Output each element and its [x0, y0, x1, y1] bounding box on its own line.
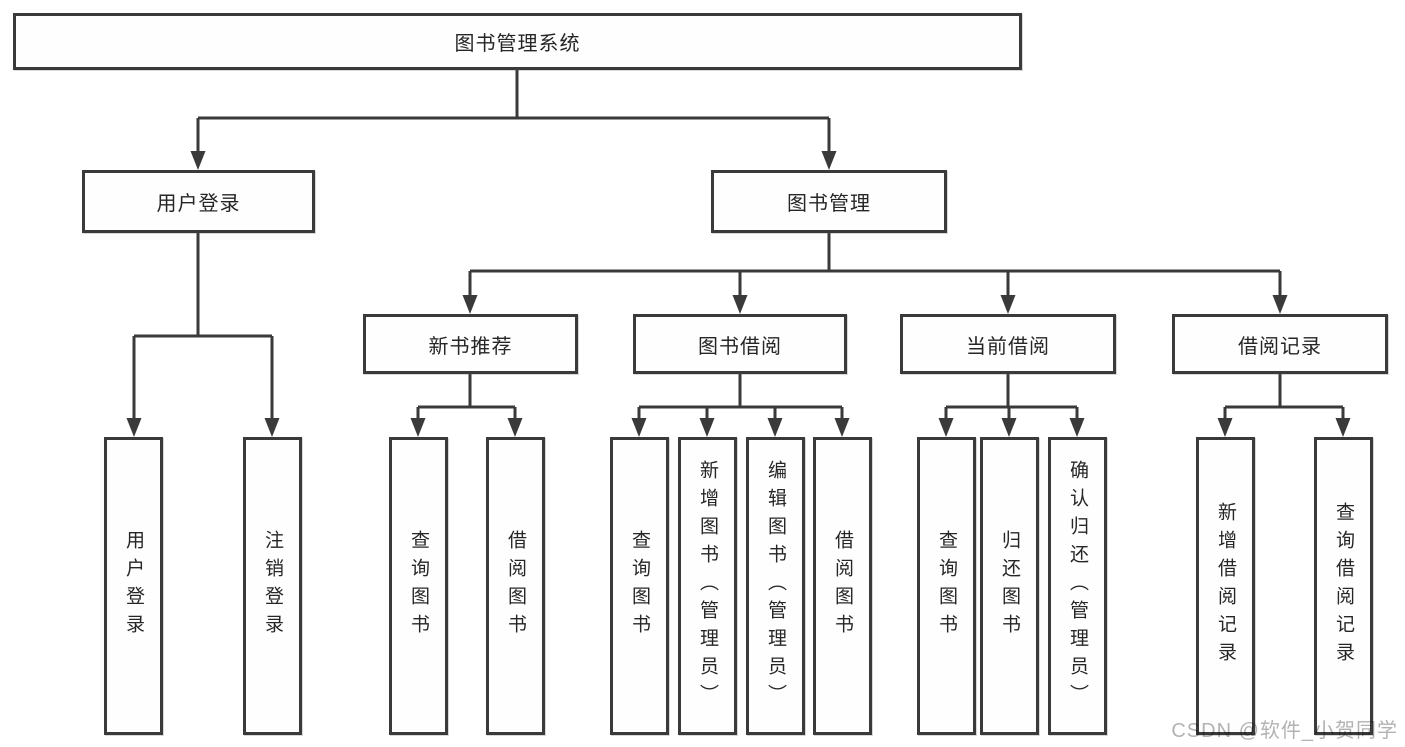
- leaf-cb-return-book: 归还图书: [980, 437, 1039, 735]
- leaf-user-login: 用户登录: [104, 437, 163, 735]
- leaf-bb-query-book: 查询图书: [610, 437, 669, 735]
- node-new-book-recommendation: 新书推荐: [363, 314, 578, 374]
- node-library-management-system: 图书管理系统: [13, 13, 1022, 70]
- leaf-bb-edit-book-admin: 编辑图书（管理员）: [746, 437, 805, 735]
- node-book-borrowing: 图书借阅: [633, 314, 847, 374]
- node-user-login: 用户登录: [82, 170, 315, 233]
- leaf-bb-borrow-book: 借阅图书: [813, 437, 872, 735]
- csdn-watermark: CSDN @软件_小贺同学: [1171, 720, 1398, 742]
- leaf-br-query-record: 查询借阅记录: [1314, 437, 1373, 735]
- node-book-management: 图书管理: [711, 170, 947, 233]
- node-borrowing-records: 借阅记录: [1172, 314, 1388, 374]
- leaf-cb-query-book: 查询图书: [917, 437, 976, 735]
- arrowheads: [126, 151, 1351, 437]
- leaf-br-add-record: 新增借阅记录: [1196, 437, 1255, 735]
- leaf-rec-borrow-book: 借阅图书: [486, 437, 545, 735]
- leaf-rec-query-book: 查询图书: [389, 437, 448, 735]
- leaf-bb-add-book-admin: 新增图书（管理员）: [678, 437, 737, 735]
- leaf-logout: 注销登录: [243, 437, 302, 735]
- leaf-cb-confirm-return-admin: 确认归还（管理员）: [1048, 437, 1107, 735]
- node-current-borrowing: 当前借阅: [900, 314, 1116, 374]
